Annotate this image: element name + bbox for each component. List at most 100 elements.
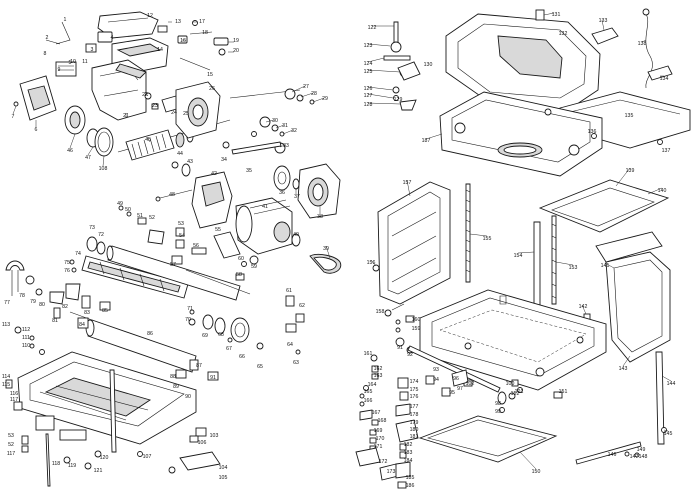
part-number-label: 4 (111, 35, 114, 41)
part-number-label: 17 (199, 19, 205, 25)
part-179 (395, 419, 419, 443)
part-158 (384, 309, 392, 317)
part-number-label: 34 (221, 157, 227, 163)
part-165 (359, 393, 365, 399)
part-shaft-vertical (109, 369, 117, 453)
part-small-pin (251, 131, 257, 137)
part-number-label: 138 (638, 41, 647, 47)
part-number-label: 186 (406, 483, 415, 489)
part-leadscrew-155 (465, 183, 471, 283)
part-116 (13, 401, 23, 411)
part-number-label: 47 (85, 155, 91, 161)
part-159 (395, 327, 401, 333)
part-28 (296, 94, 304, 102)
part-number-label: 91 (210, 375, 216, 381)
part-number-label: 124 (364, 61, 373, 67)
right-middle-assembly (372, 179, 671, 445)
part-96 (451, 369, 469, 387)
part-91 (207, 371, 219, 381)
part-40 (291, 233, 301, 247)
part-number-label: 120 (100, 455, 109, 461)
part-number-label: 70 (185, 317, 191, 323)
part-number-label: 35 (246, 168, 252, 174)
part-number-label: 117 (7, 451, 15, 457)
part-number-label: 33 (283, 143, 289, 149)
part-number-label: 108 (99, 166, 108, 172)
part-number-label: 18 (202, 30, 208, 36)
part-104 (179, 451, 221, 471)
part-number-label: 54 (179, 233, 185, 239)
part-number-label: 173 (387, 469, 396, 475)
part-34 (222, 141, 230, 149)
part-43 (181, 163, 191, 177)
part-114 (5, 379, 13, 389)
part-number-label: 122 (368, 25, 377, 31)
part-number-label: 27 (303, 84, 309, 90)
part-95 (441, 387, 451, 397)
part-number-label: 148 (639, 454, 648, 460)
part-number-label: 130 (424, 62, 433, 68)
part-number-label: 171 (374, 444, 383, 450)
part-169 (369, 429, 377, 436)
part-number-label: 139 (626, 168, 635, 174)
part-hook-77 (5, 260, 25, 271)
part-number-label: 101 (515, 389, 524, 395)
part-leadscrew-153 (551, 215, 557, 305)
part-124 (383, 55, 411, 61)
part-number-label: 170 (376, 436, 385, 442)
part-number-label: 166 (364, 398, 373, 404)
part-91b (395, 337, 405, 347)
part-99 (499, 407, 505, 413)
part-back-wall (595, 231, 663, 263)
part-number-label: 48 (169, 192, 175, 198)
part-136 (591, 133, 597, 139)
part-number-label: 8 (44, 51, 47, 57)
part-number-label: 15 (207, 72, 213, 78)
part-number-label: 134 (660, 76, 669, 82)
part-number-label: 150 (532, 469, 541, 475)
part-number-label: 74 (75, 251, 81, 257)
part-53b (21, 435, 29, 445)
left-assembly (13, 11, 342, 274)
part-number-label: 88 (170, 374, 176, 380)
part-106 (189, 435, 199, 443)
part-number-label: 161 (364, 351, 373, 357)
part-65 (256, 342, 264, 350)
part-88 (175, 369, 187, 379)
part-number-label: 183 (404, 450, 413, 456)
part-59 (249, 255, 259, 265)
part-168 (371, 419, 379, 426)
part-number-label: 46 (67, 148, 73, 154)
part-number-label: 75 (64, 260, 70, 266)
part-75 (69, 259, 75, 265)
part-32 (279, 131, 285, 137)
part-number-label: 25 (183, 111, 189, 117)
part-129 (399, 99, 417, 111)
part-156 (372, 264, 380, 272)
part-number-label: 118 (52, 461, 60, 467)
part-number-label: 146 (608, 452, 617, 458)
part-number-label: 97 (457, 386, 463, 392)
part-number-label: 39 (323, 246, 329, 252)
part-48 (155, 196, 161, 202)
part-number-label: 179 (410, 420, 419, 426)
part-number-label: 63 (293, 360, 299, 366)
part-81 (53, 307, 61, 319)
part-number-label: 152 (511, 391, 520, 397)
part-number-label: 55 (215, 227, 221, 233)
part-number-label: 128 (364, 102, 373, 108)
part-176 (399, 391, 409, 401)
part-number-label: 29 (322, 96, 328, 102)
part-number-label: 19 (233, 38, 239, 44)
part-167 (359, 409, 373, 421)
part-119 (63, 456, 71, 464)
part-number-label: 153 (569, 265, 578, 271)
part-shaft-93 (407, 345, 501, 393)
part-number-label: 106 (198, 440, 207, 446)
part-94 (425, 375, 435, 385)
part-number-label: 132 (559, 31, 568, 37)
part-number-label: 167 (372, 410, 381, 416)
part-number-label: 164 (368, 382, 377, 388)
part-number-label: 68 (218, 332, 224, 338)
part-number-label: 66 (239, 354, 245, 360)
